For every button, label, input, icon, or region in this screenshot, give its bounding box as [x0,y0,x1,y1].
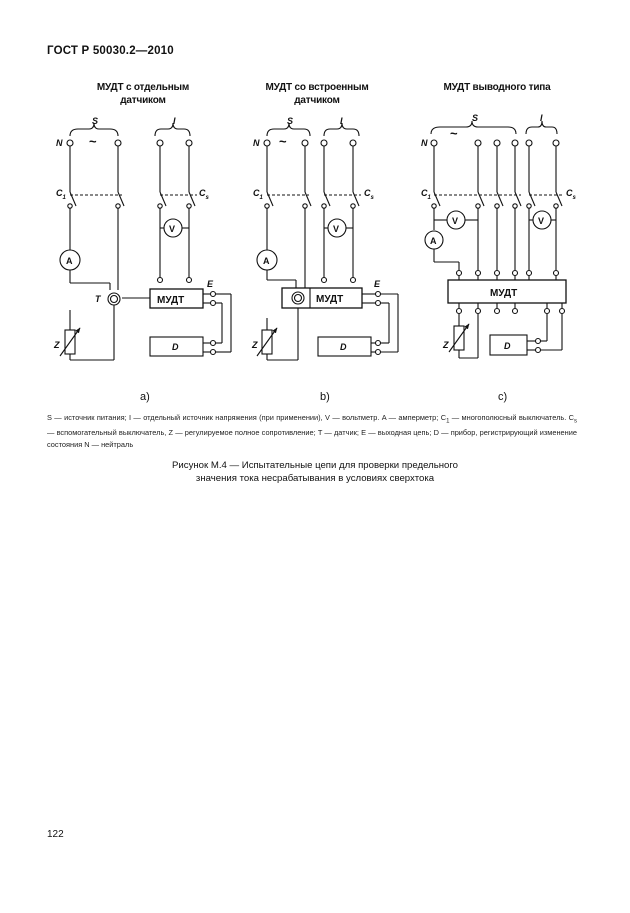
figure-title-line2: значения тока несрабатывания в условиях … [195,472,435,484]
label-tilde-b: ~ [279,134,287,149]
panel-c-circuit [424,120,567,359]
label-d-a: D [172,342,179,352]
label-d-b: D [340,342,347,352]
brace-s-a [69,122,119,137]
label-i-c: I [540,113,543,123]
label-i-a: I [173,116,176,126]
label-s-b: S [287,116,293,126]
label-cs-a-sub: s [206,195,210,201]
voltmeter-b [327,218,347,238]
label-c1-a-main: C [56,188,63,198]
label-a-meter-b: A [263,256,270,266]
label-a-meter-a: A [66,256,73,266]
label-c1-b-main: C [253,188,260,198]
panel-a-circuit [59,122,232,361]
panel-label-a: a) [140,391,150,403]
device-box-c [447,279,567,304]
brace-i-c [525,120,558,135]
figure-title-line1: Рисунок М.4 — Испытательные цепи для про… [172,460,458,471]
label-cs-c: Cs [566,188,577,201]
label-c1-a: C1 [56,188,67,201]
label-z-b: Z [251,340,258,350]
recorder-d-box-b [317,336,372,357]
legend-sub-2: s [574,418,578,425]
voltmeter-a [163,218,183,238]
label-c1-b: C1 [253,188,264,201]
label-c1-c-main: C [421,188,428,198]
label-a-meter-c: A [430,236,437,246]
label-t-a: T [95,294,102,304]
recorder-d-box-a [149,336,204,357]
caption-c-line1: МУДТ выводного типа [443,82,551,93]
legend-sub-1: 1 [446,418,450,425]
figure-title: Рисунок М.4 — Испытательные цепи для про… [140,460,490,485]
caption-b: МУДТ со встроенным датчиком [252,81,382,107]
label-z-a: Z [53,340,60,350]
label-z-c: Z [442,340,449,350]
device-box-a [149,288,204,309]
label-v-meter-c-aux: V [538,216,544,226]
label-cs-b: Cs [364,188,375,201]
label-n-b: N [253,138,260,148]
brace-i-b [323,122,360,137]
device-label-c: МУДТ [490,288,517,299]
label-cs-b-sub: s [371,195,375,201]
legend-part-3: — вспомогательный выключатель, Z — регул… [47,428,577,450]
figure-legend: S — источник питания; I — отдельный исто… [47,412,577,451]
caption-c: МУДТ выводного типа [422,81,572,94]
label-d-c: D [504,341,511,351]
label-tilde-a: ~ [89,134,97,149]
brace-i-a [154,122,191,137]
brace-s-b [266,122,311,137]
label-cs-b-main: C [364,188,371,198]
label-n-a: N [56,138,63,148]
label-c1-b-sub: 1 [260,195,264,201]
label-s-a: S [92,116,98,126]
label-i-b: I [340,116,343,126]
document-header: ГОСТ Р 50030.2—2010 [47,45,174,57]
voltmeter-c-main [446,210,466,230]
label-cs-a: Cs [199,188,210,201]
label-n-c: N [421,138,428,148]
device-label-b: МУДТ [316,294,343,305]
caption-b-line2: датчиком [294,95,340,106]
circuit-figure: S I N ~ C1 Cs A V T Z E МУДТ D S I N ~ C… [53,113,577,403]
caption-b-line1: МУДТ со встроенным [265,82,369,93]
label-c1-c-sub: 1 [428,195,432,201]
label-cs-a-main: C [199,188,206,198]
caption-a: МУДТ с отдельным датчиком [78,81,208,107]
voltmeter-c-aux [532,210,552,230]
label-cs-c-sub: s [573,195,577,201]
page-number: 122 [47,829,64,840]
device-label-a: МУДТ [157,295,184,306]
brace-s-c [430,120,517,135]
caption-a-line2: датчиком [120,95,166,106]
label-c1-a-sub: 1 [63,195,67,201]
label-s-c: S [472,113,478,123]
recorder-d-box-c [489,334,528,356]
label-cs-c-main: C [566,188,573,198]
label-e-a: E [207,279,214,289]
label-e-b: E [374,279,381,289]
label-v-meter-b: V [333,224,339,234]
legend-part-1: S — источник питания; I — отдельный исто… [47,413,447,422]
label-v-meter-a: V [169,224,175,234]
panel-b-circuit [256,122,399,361]
panel-label-c: c) [498,391,507,403]
legend-part-2: — многополюсный выключатель. C [449,413,575,422]
label-v-meter-c-main: V [452,216,458,226]
label-c1-c: C1 [421,188,432,201]
label-tilde-c: ~ [450,126,458,141]
caption-a-line1: МУДТ с отдельным [96,82,190,93]
panel-label-b: b) [320,391,330,403]
